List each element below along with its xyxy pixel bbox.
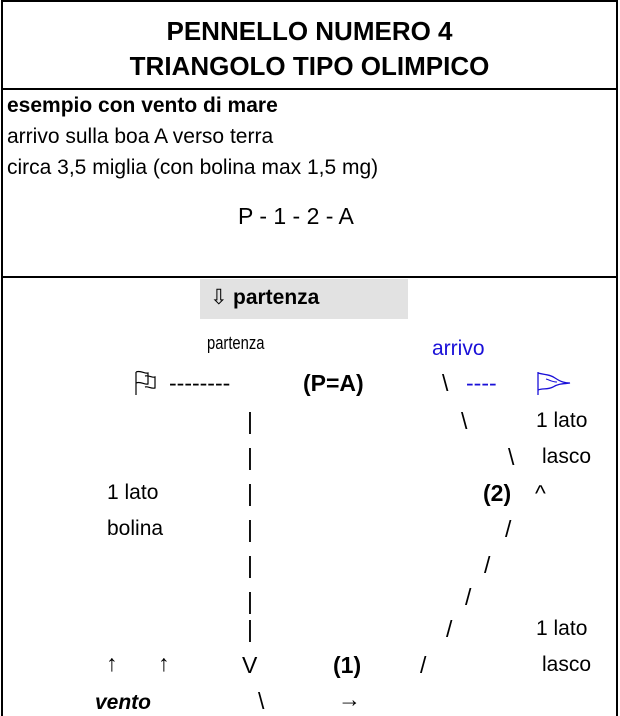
- course-backslash: \: [508, 444, 515, 470]
- wind-arrow-icon: ↑: [158, 650, 170, 676]
- course-backslash: \: [461, 408, 468, 434]
- title-line-1: PENNELLO NUMERO 4: [166, 16, 453, 46]
- leg-pipe: |: [247, 516, 253, 542]
- start-banner: ⇩ partenza: [200, 279, 408, 319]
- start-label: partenza: [207, 333, 265, 353]
- description-line-1: arrivo sulla boa A verso terra: [7, 125, 274, 148]
- leg-pipe: |: [247, 552, 253, 578]
- finish-label: arrivo: [432, 337, 485, 360]
- reach-label-4: lasco: [542, 653, 592, 676]
- divider: [1, 88, 618, 90]
- reach-label-1: 1 lato: [536, 409, 588, 432]
- start-line-dashes: --------: [169, 370, 231, 396]
- wind-arrow-icon: ↑: [106, 650, 118, 676]
- course-backslash: \: [258, 688, 265, 714]
- start-finish-mark: (P=A): [303, 370, 364, 396]
- divider: [1, 276, 618, 278]
- reach-label-3: 1 lato: [536, 617, 588, 640]
- mark-1: (1): [333, 652, 362, 678]
- course-slash: /: [465, 584, 472, 610]
- leg-pipe: |: [247, 588, 253, 614]
- course-backslash: \: [442, 370, 449, 396]
- course-slash: /: [505, 516, 512, 542]
- leg-pipe: |: [247, 616, 253, 642]
- beat-label-2: bolina: [107, 517, 164, 540]
- start-banner-label: partenza: [233, 286, 320, 309]
- course-slash: /: [420, 652, 427, 678]
- mark-2: (2): [483, 480, 512, 506]
- course-sequence: P - 1 - 2 - A: [238, 203, 354, 229]
- leg-pipe: |: [247, 408, 253, 434]
- course-slash: /: [484, 552, 491, 578]
- finish-flag-icon: [537, 372, 571, 395]
- description-line-2: circa 3,5 miglia (con bolina max 1,5 mg): [7, 156, 379, 179]
- down-arrow-icon: ⇩: [210, 286, 228, 309]
- course-slash: /: [446, 616, 453, 642]
- leg-end-v: V: [242, 652, 258, 678]
- wind-label: vento: [95, 691, 152, 714]
- start-flag-icon: [135, 370, 156, 395]
- leg-pipe: |: [247, 480, 253, 506]
- caret: ^: [535, 480, 546, 506]
- right-arrow-icon: →: [338, 686, 361, 712]
- beat-label-1: 1 lato: [107, 481, 159, 504]
- title-line-2: TRIANGOLO TIPO OLIMPICO: [129, 51, 490, 81]
- reach-label-2: lasco: [542, 445, 592, 468]
- leg-pipe: |: [247, 444, 253, 470]
- finish-line-dashes: ----: [466, 370, 497, 396]
- example-heading: esempio con vento di mare: [7, 94, 278, 117]
